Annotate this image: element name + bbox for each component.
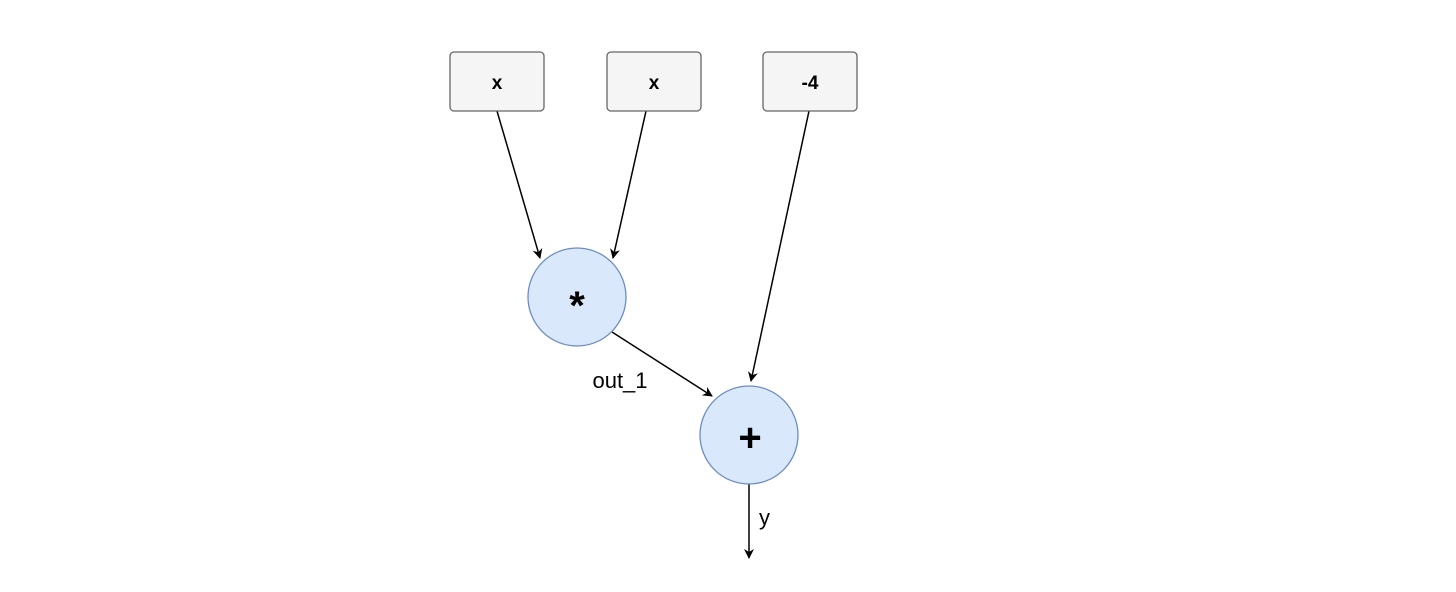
input-node-constant[interactable]: -4 — [762, 51, 858, 112]
input-node-x-1[interactable]: x — [449, 51, 545, 112]
add-node[interactable]: + — [699, 385, 799, 485]
input-node-constant-label: -4 — [802, 73, 819, 94]
input-node-x-2[interactable]: x — [606, 51, 702, 112]
edge-x1-to-multiply — [496, 110, 543, 259]
edge-const-to-add — [748, 110, 810, 382]
edge-x2-to-multiply — [610, 110, 647, 259]
add-node-label: + — [738, 416, 761, 460]
input-node-x-2-label: x — [649, 73, 660, 94]
multiply-node[interactable]: * — [527, 247, 627, 347]
edge-label-y: y — [759, 505, 770, 530]
edge-multiply-to-add — [611, 331, 713, 397]
multiply-node-label: * — [569, 284, 585, 328]
edge-label-out-1: out_1 — [592, 368, 647, 393]
input-node-x-1-label: x — [492, 73, 503, 94]
